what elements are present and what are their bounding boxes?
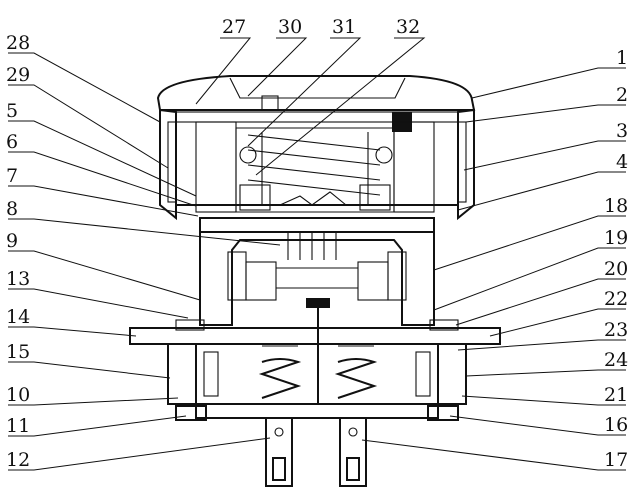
label-11: 11 (6, 415, 30, 437)
labels-top: 27 30 31 32 (222, 16, 420, 38)
label-12: 12 (6, 449, 30, 471)
label-15: 15 (6, 341, 30, 363)
labels-left: 28 29 5 6 7 8 9 13 14 15 10 11 12 (6, 32, 30, 471)
label-2: 2 (616, 84, 628, 106)
housing (199, 231, 435, 326)
label-9: 9 (6, 230, 18, 252)
label-17: 17 (604, 449, 628, 471)
label-24: 24 (604, 349, 628, 371)
label-5: 5 (6, 100, 18, 122)
labels-right: 1 2 3 4 18 19 20 22 23 24 21 16 17 (604, 47, 628, 471)
base (167, 308, 467, 405)
label-23: 23 (604, 319, 628, 341)
label-7: 7 (6, 165, 18, 187)
label-29: 29 (6, 64, 30, 86)
label-14: 14 (6, 306, 30, 328)
label-4: 4 (616, 151, 628, 173)
label-19: 19 (604, 227, 628, 249)
label-22: 22 (604, 288, 628, 310)
label-32: 32 (396, 16, 420, 38)
label-6: 6 (6, 131, 18, 153)
label-13: 13 (6, 268, 30, 290)
label-3: 3 (616, 120, 628, 142)
label-31: 31 (332, 16, 356, 38)
spring-mechanism (176, 121, 458, 213)
label-18: 18 (604, 195, 628, 217)
bottom-plate (175, 403, 459, 421)
label-27: 27 (222, 16, 246, 38)
label-16: 16 (604, 414, 628, 436)
terminals (265, 417, 367, 487)
label-30: 30 (278, 16, 302, 38)
label-28: 28 (6, 32, 30, 54)
mounting-panel (129, 319, 501, 345)
label-8: 8 (6, 198, 18, 220)
top-cap (156, 75, 476, 221)
label-1: 1 (616, 47, 628, 69)
label-20: 20 (604, 258, 628, 280)
label-21: 21 (604, 384, 628, 406)
label-10: 10 (6, 384, 30, 406)
leader-lines (8, 37, 626, 471)
